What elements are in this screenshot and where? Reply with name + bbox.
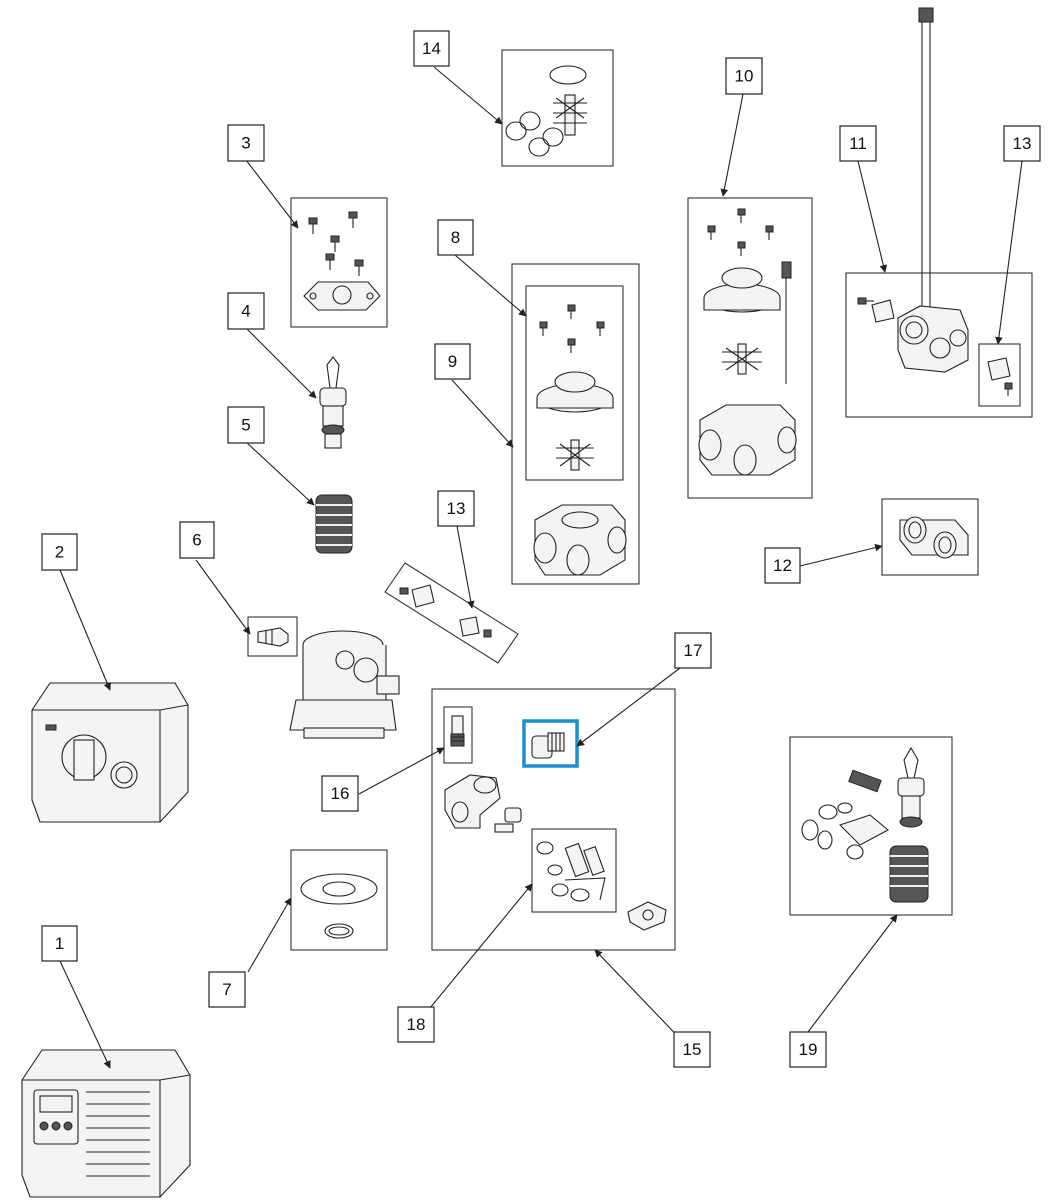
svg-text:13: 13	[447, 499, 466, 518]
part-1-controller[interactable]	[21, 1049, 191, 1198]
part-7-seal-kit[interactable]	[290, 849, 388, 951]
svg-text:2: 2	[55, 543, 64, 562]
spacer-stack-icon	[553, 94, 587, 136]
callout-5: 5	[227, 406, 265, 444]
svg-text:1: 1	[55, 934, 64, 953]
callout-1: 1	[41, 925, 78, 962]
callout-6: 6	[179, 521, 215, 559]
svg-text:4: 4	[241, 302, 250, 321]
valve-body	[289, 630, 400, 739]
callout-14: 14	[413, 30, 450, 67]
callout-13-right: 13	[1003, 125, 1041, 162]
svg-text:14: 14	[422, 39, 441, 58]
callout-18: 18	[397, 1006, 435, 1043]
svg-text:9: 9	[448, 352, 457, 371]
callout-17: 17	[674, 632, 712, 669]
part-9-piston-assembly-with-housing[interactable]	[511, 263, 640, 585]
callout-15: 15	[673, 1031, 711, 1068]
svg-text:7: 7	[222, 980, 231, 999]
screw-icon	[707, 208, 774, 256]
clip-icon	[627, 901, 667, 931]
callout-13-center: 13	[437, 490, 475, 527]
svg-text:11: 11	[849, 134, 867, 153]
svg-text:8: 8	[451, 228, 460, 247]
callout-7: 7	[208, 971, 246, 1008]
svg-text:17: 17	[684, 641, 703, 660]
svg-text:10: 10	[735, 67, 754, 86]
part-10-meter-assembly[interactable]	[687, 197, 813, 499]
part-11-drive-assembly[interactable]	[845, 7, 1033, 418]
part-3-screw-and-plate-kit[interactable]	[290, 197, 388, 328]
svg-text:19: 19	[799, 1040, 818, 1059]
svg-text:5: 5	[241, 416, 250, 435]
spacer-star-icon	[556, 439, 594, 471]
part-17-elbow-fitting[interactable]	[531, 732, 565, 759]
bypass-body-icon	[444, 774, 501, 829]
part-12-adapter[interactable]	[881, 498, 979, 576]
part-13-clip-kit-center[interactable]	[384, 562, 519, 664]
callout-3: 3	[227, 124, 265, 162]
part-13-clip-kit[interactable]	[978, 343, 1021, 407]
svg-text:16: 16	[331, 784, 350, 803]
part-2-controller-cover[interactable]	[31, 682, 189, 823]
callout-16: 16	[321, 775, 359, 812]
callout-2: 2	[41, 533, 78, 571]
svg-text:6: 6	[192, 531, 201, 550]
part-6-fitting[interactable]	[247, 616, 298, 657]
svg-text:13: 13	[1013, 134, 1032, 153]
o-ring-icon	[801, 802, 864, 860]
svg-text:18: 18	[407, 1015, 426, 1034]
spacer-star-icon	[722, 343, 762, 375]
svg-text:15: 15	[683, 1040, 702, 1059]
clip-icon	[857, 297, 895, 323]
svg-text:12: 12	[773, 556, 792, 575]
part-4-piston[interactable]	[319, 356, 347, 449]
callout-10: 10	[725, 57, 763, 95]
callout-4: 4	[227, 292, 265, 330]
part-15-bypass-kit[interactable]	[431, 688, 676, 951]
callout-8: 8	[437, 219, 474, 256]
callout-12: 12	[764, 547, 801, 584]
callout-9: 9	[434, 343, 471, 380]
screw-icon	[539, 304, 605, 353]
spacer-stack-icon	[889, 845, 929, 903]
fitting-icon	[494, 807, 522, 833]
part-19-rebuild-kit[interactable]	[789, 736, 953, 916]
part-18-seal-kit[interactable]	[531, 828, 617, 913]
callout-11: 11	[839, 125, 877, 162]
screw-icon	[308, 211, 364, 276]
part-8-piston-assembly[interactable]	[525, 285, 624, 481]
check-valve-icon	[848, 769, 882, 793]
part-16-check-valve[interactable]	[443, 706, 473, 764]
valve-housing-icon	[533, 504, 627, 576]
part-5-spacer-stack[interactable]	[315, 494, 353, 554]
piston-icon	[897, 746, 925, 828]
leader-lines	[59, 66, 1023, 1069]
part-14-seal-kit[interactable]	[501, 49, 614, 167]
svg-text:3: 3	[241, 134, 250, 153]
callout-19: 19	[789, 1031, 827, 1068]
